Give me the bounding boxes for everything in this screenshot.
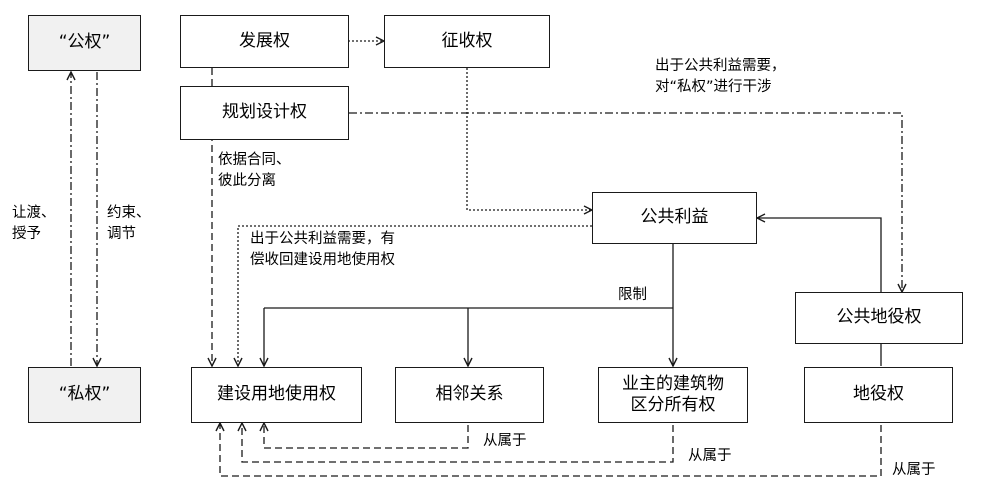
arrow-congshu-xianglin — [264, 423, 469, 449]
node-guihua: 规划设计权 — [180, 86, 349, 140]
label-xianzhi: 限制 — [618, 287, 647, 303]
arrow-zhengshou-gonggong — [466, 68, 592, 210]
label-yueshu: 约束、 调节 — [107, 205, 151, 243]
arrow-diyi-gonggong — [757, 218, 882, 292]
node-fazhan: 发展权 — [180, 15, 349, 68]
label-chuyu-top: 出于公共利益需要， 对“私权”进行干涉 — [655, 58, 786, 96]
node-gonggong-liyi: 公共利益 — [592, 192, 757, 244]
node-diyi: 地役权 — [804, 367, 953, 423]
label-chuyu-mid: 出于公共利益需要，有 偿收回建设用地使用权 — [250, 231, 395, 269]
arrow-congshu-yezhu — [242, 423, 674, 463]
node-gonggong-diyi: 公共地役权 — [795, 292, 963, 344]
label-congshu-3: 从属于 — [892, 462, 936, 478]
label-rangdu: 让渡、 授予 — [12, 205, 56, 243]
node-yezhu: 业主的建筑物 区分所有权 — [598, 367, 748, 423]
arrow-congshu-diyi — [220, 423, 882, 477]
label-congshu-2: 从属于 — [688, 448, 732, 464]
label-congshu-1: 从属于 — [483, 433, 527, 449]
node-siquan: “私权” — [28, 367, 141, 423]
node-gongquan: “公权” — [28, 15, 141, 71]
arrow-shouhui — [238, 225, 592, 366]
node-zhengshou: 征收权 — [384, 15, 550, 68]
label-yiju: 依据合同、 彼此分离 — [218, 152, 291, 190]
arrow-ganshe — [349, 112, 902, 292]
node-jianshe: 建设用地使用权 — [191, 367, 362, 423]
node-xianglin: 相邻关系 — [395, 367, 544, 423]
